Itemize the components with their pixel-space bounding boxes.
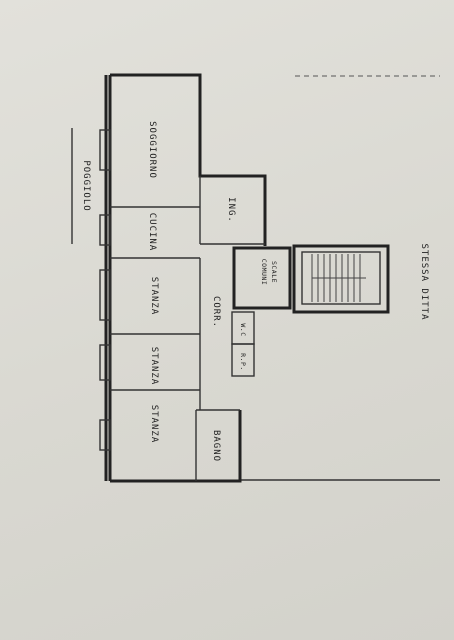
room-label-ingresso: ING. [226, 197, 236, 223]
room-label-stanza-3: STANZA [149, 404, 159, 444]
room-label-wc: W.C [239, 323, 247, 337]
room-label-ripostiglio: R.P. [239, 353, 247, 371]
room-label-corridoio: CORR. [211, 295, 221, 329]
scale-comuni-box [232, 246, 292, 310]
label-stessa-ditta: STESSA DITTA [419, 243, 429, 321]
label-scale-comuni-1: SCALE [270, 260, 278, 284]
room-label-cucina: CUCINA [147, 212, 157, 252]
stairwell-inner [301, 251, 381, 305]
room-label-soggiorno: SOGGIORNO [147, 121, 157, 179]
window-marks [99, 129, 111, 451]
stairwell-outer [292, 244, 390, 314]
room-label-bagno: BAGNO [211, 429, 221, 463]
label-scale-comuni-2: COMUNI [260, 258, 268, 286]
stair-treads [311, 254, 366, 302]
outer-wall-bottom [110, 410, 242, 483]
room-label-stanza-2: STANZA [149, 346, 159, 386]
label-poggiolo: POGGIOLO [81, 160, 91, 212]
room-label-stanza-1: STANZA [149, 276, 159, 316]
ripostiglio-box [231, 343, 255, 377]
outer-wall-top [110, 73, 267, 246]
